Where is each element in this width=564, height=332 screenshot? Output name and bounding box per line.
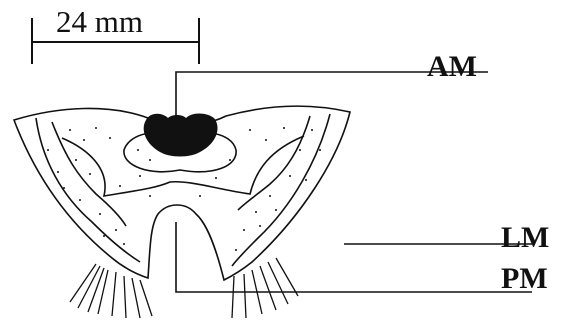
label-am: AM bbox=[427, 50, 477, 84]
label-pm: PM bbox=[501, 262, 548, 296]
setae-left bbox=[70, 264, 152, 318]
label-lm: LM bbox=[501, 221, 549, 255]
setae-right bbox=[232, 258, 298, 318]
anterior-dark-mark bbox=[144, 114, 218, 157]
leader-pm bbox=[176, 222, 532, 292]
leader-lines bbox=[176, 72, 532, 292]
scale-bar-label: 24 mm bbox=[56, 4, 143, 40]
